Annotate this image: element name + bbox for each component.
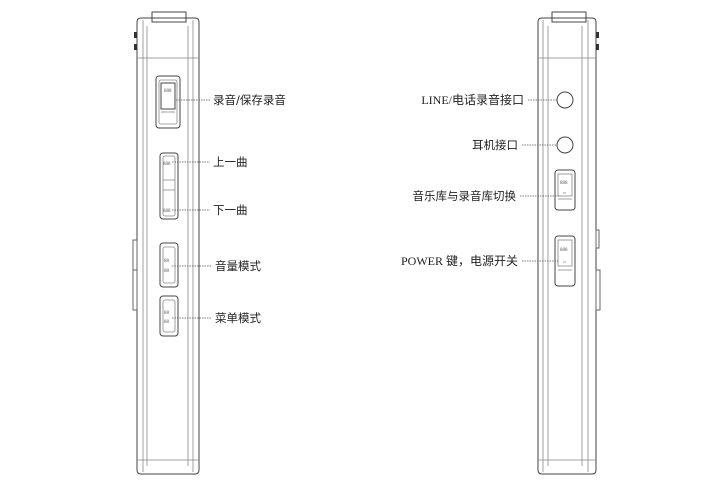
label-next-track: 下一曲 — [213, 203, 248, 217]
label-previous-track: 上一曲 — [213, 155, 248, 169]
svg-text:888: 888 — [163, 162, 171, 167]
svg-text:88: 88 — [164, 320, 170, 325]
record-save-switch[interactable]: 888 — [155, 75, 181, 129]
label-library-switch: 音乐库与录音库切换 — [413, 189, 517, 203]
label-headphone-jack: 耳机接口 — [472, 138, 518, 152]
svg-text:88: 88 — [164, 259, 170, 264]
label-menu-mode: 菜单模式 — [215, 311, 261, 325]
label-power-switch: POWER 键，电源开关 — [401, 254, 518, 268]
label-record-save: 录音/保存录音 — [213, 93, 286, 107]
left-side-device: 888 888 888 88 88 88 88 — [132, 11, 212, 475]
svg-text:888: 888 — [560, 181, 568, 186]
svg-text:88: 88 — [164, 269, 170, 274]
label-line-in-jack: LINE/电话录音接口 — [421, 92, 524, 107]
svg-text:888: 888 — [560, 248, 568, 253]
svg-text:888: 888 — [164, 89, 172, 94]
label-volume-mode: 音量模式 — [215, 259, 261, 273]
menu-mode-button[interactable]: 88 88 — [159, 295, 179, 337]
right-side-device: 888 888 — [520, 11, 601, 475]
prev-next-rocker[interactable]: 888 888 — [159, 152, 179, 220]
volume-mode-button[interactable]: 88 88 — [159, 242, 179, 288]
svg-text:888: 888 — [163, 209, 171, 214]
svg-text:88: 88 — [164, 311, 170, 316]
line-in-jack[interactable] — [556, 91, 574, 109]
headphone-jack[interactable] — [556, 136, 574, 154]
library-switch[interactable]: 888 — [554, 169, 576, 211]
